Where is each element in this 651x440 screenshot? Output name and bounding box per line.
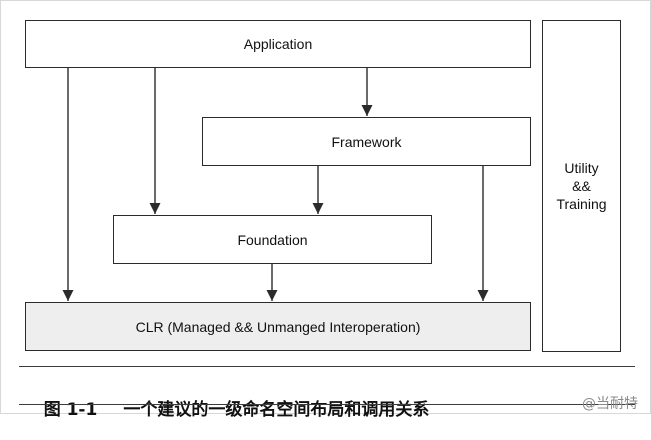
watermark: @当耐特 [582,396,638,412]
arrows-layer [62,68,489,301]
caption-rule-top [19,366,635,367]
figure-number: 图 1-1 [43,400,98,420]
application-box: Application [25,20,531,68]
figure-caption-text: 一个建议的一级命名空间布局和调用关系 [123,400,430,420]
caption-rule-bottom [19,404,635,405]
framework-label: Framework [331,133,402,150]
utility-training-box: Utility && Training [542,20,621,352]
utility-training-label: Utility && Training [556,160,607,212]
clr-box: CLR (Managed && Unmanged Interoperation) [25,302,531,351]
diagram-canvas: Application Framework Foundation CLR (Ma… [0,0,651,420]
framework-box: Framework [202,117,531,166]
clr-label: CLR (Managed && Unmanged Interoperation) [135,318,421,335]
figure-caption: 图 1-1 一个建议的一级命名空间布局和调用关系 [20,375,430,440]
application-label: Application [243,36,313,52]
foundation-label: Foundation [237,231,308,248]
foundation-box: Foundation [113,215,432,264]
